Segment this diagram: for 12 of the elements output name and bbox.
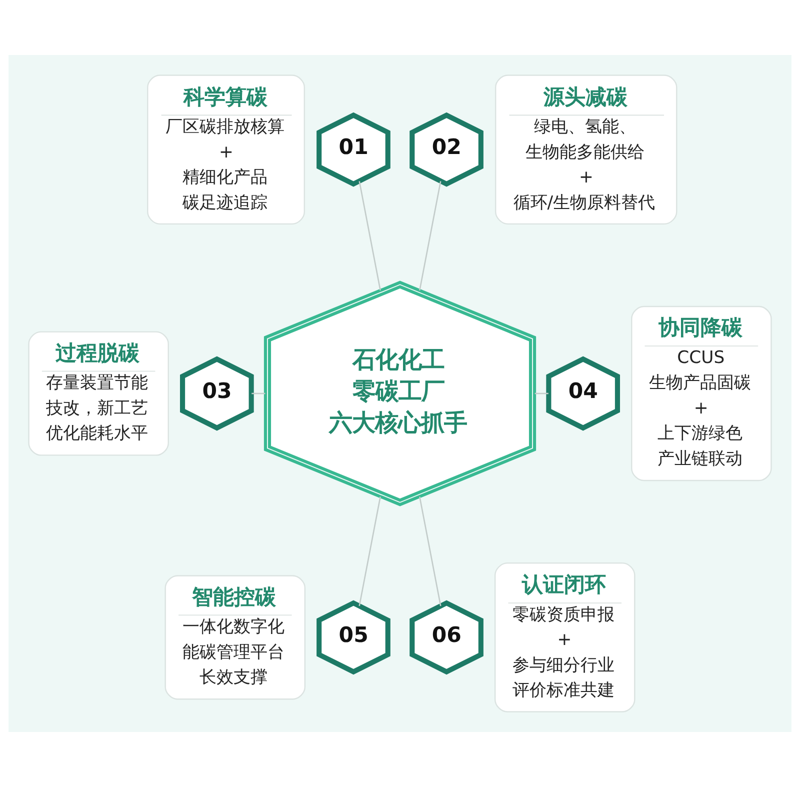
connector bbox=[419, 180, 442, 290]
node-box: 智能控碳 一体化数字化能碳管理平台长效支撑 bbox=[164, 574, 306, 700]
node-box: 科学算碳 厂区碳排放核算 + 精细化产品碳足迹追踪 bbox=[147, 74, 306, 224]
node-box: 过程脱碳 存量装置节能技改，新工艺优化能耗水平 bbox=[28, 330, 169, 456]
connector bbox=[358, 180, 381, 290]
connector bbox=[358, 496, 381, 606]
connector bbox=[534, 392, 548, 394]
connector bbox=[252, 392, 266, 394]
connector bbox=[419, 496, 442, 606]
node-box: 认证闭环 零碳资质申报 + 参与细分行业评价标准共建 bbox=[494, 562, 636, 712]
node-box: 协同降碳 CCUS 生物产品固碳 + 上下游绿色产业链联动 bbox=[631, 305, 772, 481]
node-box: 源头减碳 绿电、氢能、生物能多能供给 + 循环/生物原料替代 bbox=[494, 74, 678, 224]
